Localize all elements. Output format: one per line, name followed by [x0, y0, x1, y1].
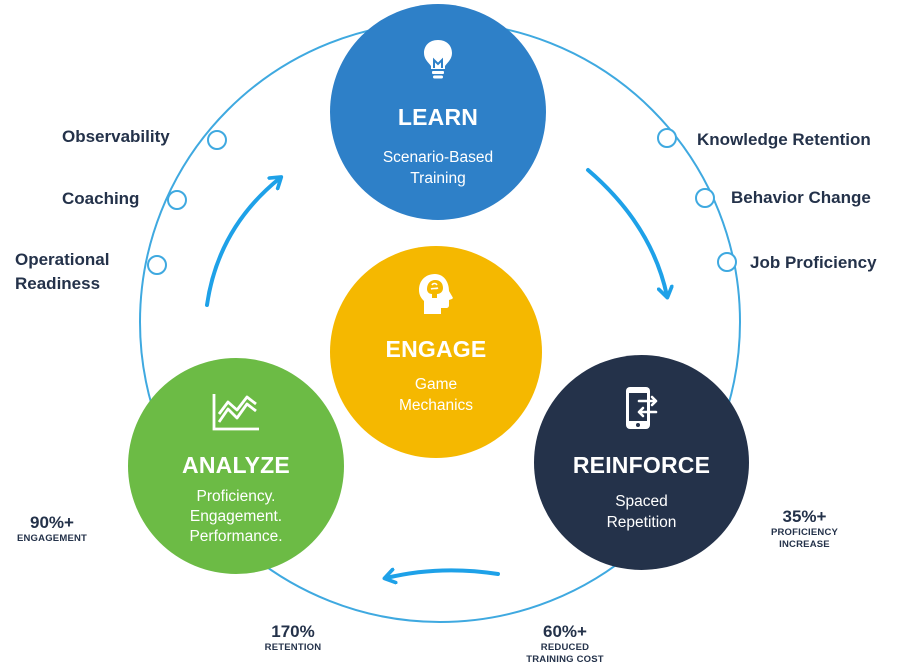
stat-retention: 170% RETENTION [248, 622, 338, 654]
reinforce-subtitle: Spaced Repetition [534, 491, 749, 533]
stat-retention-value: 170% [271, 622, 315, 641]
stat-engagement-value: 90%+ [30, 513, 74, 532]
analyze-subtitle-line3: Performance. [189, 528, 283, 545]
learn-title: LEARN [397, 104, 479, 130]
stat-training-cost: 60%+ REDUCED TRAINING COST [510, 622, 620, 666]
stat-training-cost-caption-line1: REDUCED [540, 642, 590, 653]
ring-node-job-proficiency [717, 252, 737, 272]
stat-training-cost-caption-line2: TRAINING COST [526, 654, 604, 665]
engage-subtitle-line2: Mechanics [398, 397, 474, 414]
engage-subtitle-line1: Game [414, 376, 458, 393]
analyze-subtitle-line1: Proficiency. [196, 488, 276, 505]
stat-engagement-caption: ENGAGEMENT [16, 533, 88, 544]
ring-node-coaching [167, 190, 187, 210]
stat-proficiency-value: 35%+ [782, 507, 827, 526]
analyze-subtitle-line2: Engagement. [189, 508, 283, 525]
arrow-analyze-to-learn [205, 178, 280, 307]
label-operational-line2: Readiness [15, 274, 101, 293]
label-observability: Observability [62, 127, 170, 146]
label-coaching: Coaching [62, 189, 140, 208]
label-behavior-change: Behavior Change [731, 188, 871, 207]
stat-retention-caption: RETENTION [264, 642, 322, 653]
label-operational-readiness: Operational Readiness [15, 248, 109, 296]
reinforce-subtitle-line1: Spaced [615, 493, 668, 510]
stat-proficiency-caption-line1: PROFICIENCY [770, 527, 839, 538]
learn-circle: LEARN Scenario-Based Training [330, 4, 546, 220]
line-chart-icon [211, 392, 261, 437]
learn-subtitle: Scenario-Based Training [330, 147, 546, 189]
stat-engagement: 90%+ ENGAGEMENT [12, 513, 92, 545]
label-knowledge-retention: Knowledge Retention [697, 130, 871, 149]
brain-head-icon [415, 272, 457, 321]
ring-node-observability [207, 130, 227, 150]
arrow-learn-to-reinforce [586, 168, 667, 296]
ring-node-operational-readiness [147, 255, 167, 275]
learn-subtitle-line1: Scenario-Based [382, 149, 494, 166]
ring-node-knowledge-retention [657, 128, 677, 148]
mobile-phone-icon [623, 385, 661, 436]
lightbulb-icon [421, 38, 455, 85]
reinforce-subtitle-line2: Repetition [606, 514, 677, 531]
stat-proficiency-caption-line2: INCREASE [779, 539, 830, 550]
engage-title: ENGAGE [385, 336, 487, 362]
arrow-reinforce-to-analyze [386, 570, 500, 578]
ring-node-behavior-change [695, 188, 715, 208]
label-job-proficiency: Job Proficiency [750, 253, 877, 272]
engage-subtitle: Game Mechanics [330, 374, 542, 416]
reinforce-title: REINFORCE [572, 452, 711, 478]
reinforce-circle: REINFORCE Spaced Repetition [534, 355, 749, 570]
analyze-subtitle: Proficiency. Engagement. Performance. [128, 487, 344, 547]
analyze-circle: ANALYZE Proficiency. Engagement. Perform… [128, 358, 344, 574]
learn-subtitle-line2: Training [410, 170, 466, 187]
stat-proficiency: 35%+ PROFICIENCY INCREASE [757, 507, 852, 551]
engage-circle: ENGAGE Game Mechanics [330, 246, 542, 458]
stat-training-cost-value: 60%+ [543, 622, 587, 641]
label-operational-line1: Operational [15, 250, 110, 269]
analyze-title: ANALYZE [182, 452, 290, 478]
